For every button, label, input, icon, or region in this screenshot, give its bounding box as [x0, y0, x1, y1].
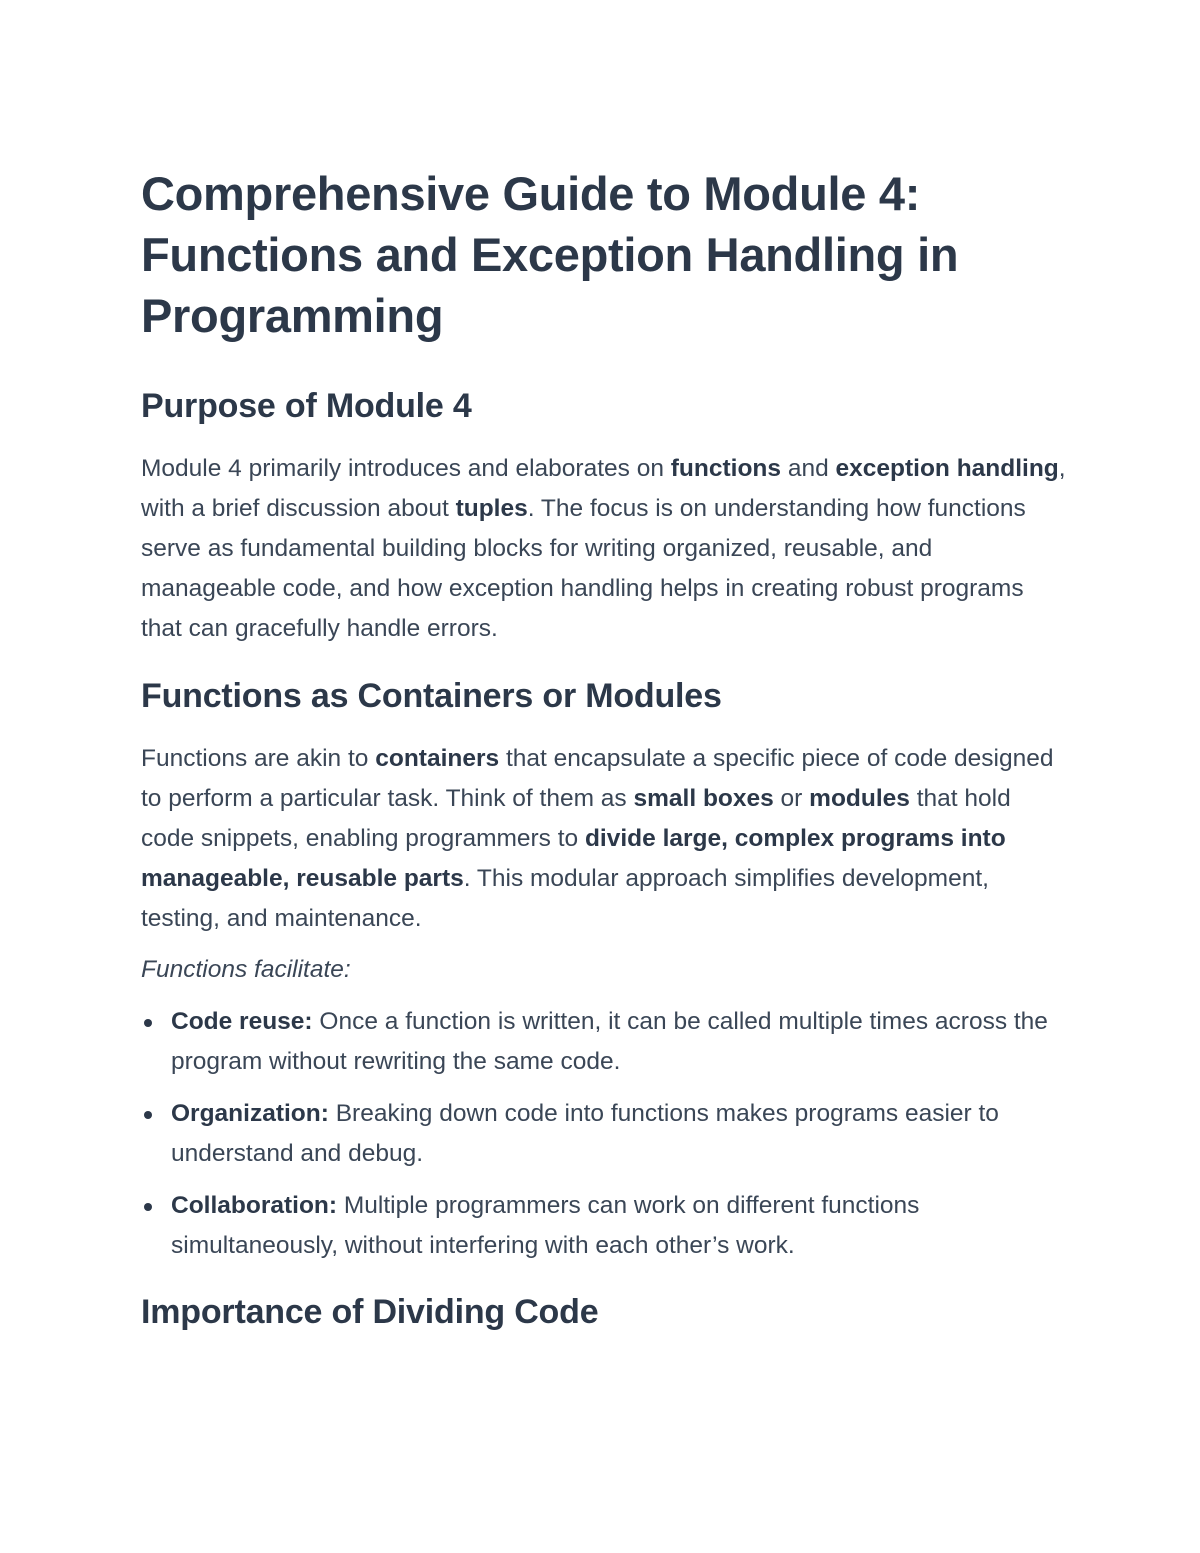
document-page: Comprehensive Guide to Module 4: Functio… — [141, 163, 1066, 1333]
list-item-label: Organization: — [171, 1100, 329, 1127]
list-item-label: Collaboration: — [171, 1192, 338, 1219]
bold-term-functions: functions — [670, 455, 782, 482]
list-item-collaboration: Collaboration: Multiple programmers can … — [141, 1186, 1066, 1266]
section-heading-containers: Functions as Containers or Modules — [141, 677, 722, 715]
bullet-icon — [144, 1019, 152, 1027]
bold-term-tuples: tuples — [455, 495, 528, 522]
bullet-icon — [144, 1203, 152, 1211]
containers-paragraph: Functions are akin to containers that en… — [141, 739, 1066, 939]
text-run: . This modular approach simplifies devel… — [141, 865, 989, 932]
list-item-text: Multiple programmers can work on differe… — [171, 1192, 920, 1259]
bold-term-containers: containers — [375, 745, 500, 772]
bold-term-modules: modules — [809, 785, 910, 812]
text-run: Functions are akin to — [141, 745, 376, 772]
list-item-text: Breaking down code into functions makes … — [171, 1100, 999, 1167]
text-run: that hold code snippets, enabling progra… — [141, 785, 1011, 852]
bold-term-divide-programs: divide large, complex programs into mana… — [141, 825, 1006, 892]
text-run: and — [781, 455, 836, 482]
bullet-icon — [144, 1111, 152, 1119]
document-title: Comprehensive Guide to Module 4: Functio… — [141, 167, 959, 342]
functions-facilitate-lead: Functions facilitate: — [141, 956, 351, 983]
text-run: . The focus is on understanding how func… — [141, 495, 1026, 642]
bold-term-small-boxes: small boxes — [633, 785, 774, 812]
section-heading-purpose: Purpose of Module 4 — [141, 387, 472, 425]
list-item-text: Once a function is written, it can be ca… — [171, 1008, 1048, 1075]
list-item-code-reuse: Code reuse: Once a function is written, … — [141, 1002, 1066, 1082]
text-run: , with a brief discussion about — [141, 455, 1066, 522]
text-run: that encapsulate a specific piece of cod… — [141, 745, 1054, 812]
section-heading-importance: Importance of Dividing Code — [141, 1293, 599, 1331]
purpose-paragraph: Module 4 primarily introduces and elabor… — [141, 449, 1066, 649]
list-item-label: Code reuse: — [171, 1008, 313, 1035]
text-run: Module 4 primarily introduces and elabor… — [141, 455, 671, 482]
list-item-organization: Organization: Breaking down code into fu… — [141, 1094, 1066, 1174]
text-run: or — [773, 785, 810, 812]
facilitate-list: Code reuse: Once a function is written, … — [141, 1002, 1066, 1266]
bold-term-exception-handling: exception handling — [835, 455, 1059, 482]
